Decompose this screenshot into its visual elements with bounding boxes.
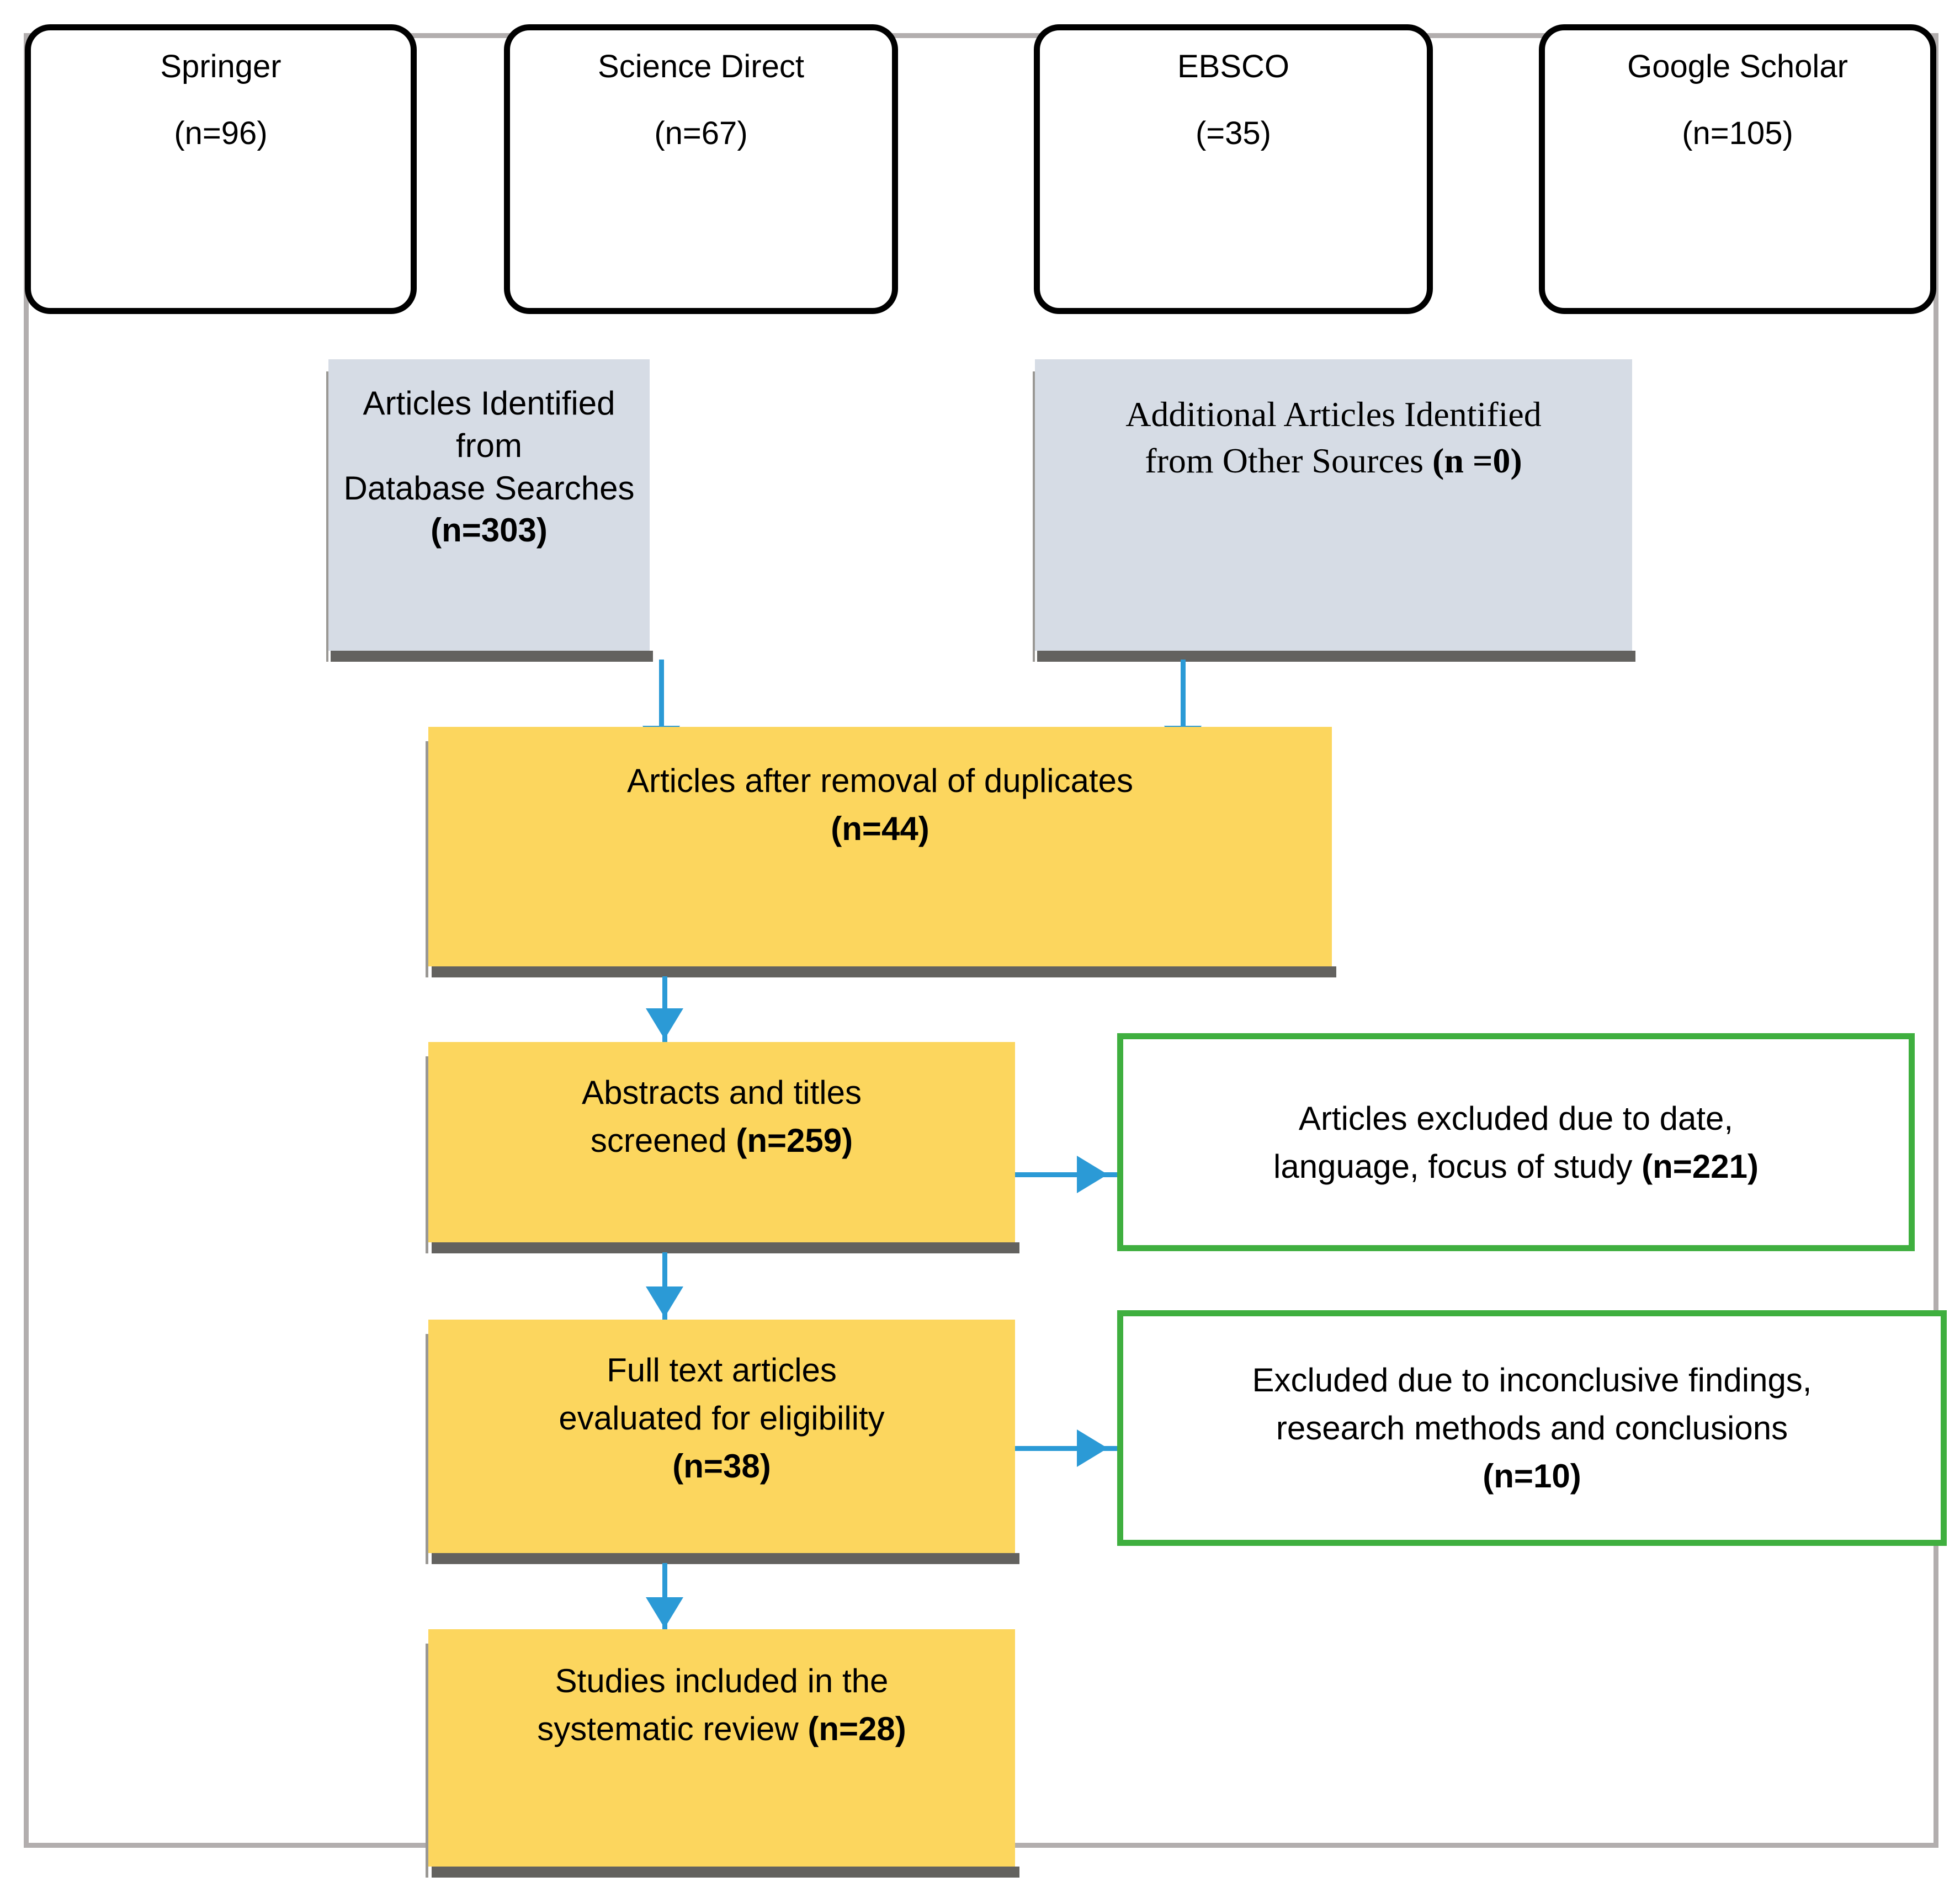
exclusion-box-date-language-focus: Articles excluded due to date, language,… xyxy=(1117,1033,1915,1251)
arrow-line-screened-to-exclusion xyxy=(1015,1172,1117,1177)
box-shadow-bottom xyxy=(432,1867,1019,1878)
box-shadow-left xyxy=(426,1334,428,1564)
process-box-full-text: Full text articles evaluated for eligibi… xyxy=(426,1320,1019,1564)
exclusion-box-inconclusive-findings: Excluded due to inconclusive findings, r… xyxy=(1117,1310,1947,1546)
arrow-line-fulltext-to-exclusion xyxy=(1015,1446,1117,1451)
exclusion-line1-date-language-focus: Articles excluded due to date, xyxy=(1298,1099,1734,1137)
source-count-google-scholar: (n=105) xyxy=(1682,115,1793,151)
exclusion-line1-inconclusive: Excluded due to inconclusive findings, xyxy=(1252,1362,1812,1399)
source-count-springer: (n=96) xyxy=(174,115,268,151)
box-shadow-left xyxy=(426,741,428,977)
process-count-duplicates: (n=44) xyxy=(831,810,929,847)
identification-box-database-searches: Articles Identified from Database Search… xyxy=(326,359,653,662)
process-line2-screened: screened xyxy=(590,1122,736,1159)
arrow-head-fulltext-to-exclusion xyxy=(1077,1429,1108,1467)
arrow-line-fulltext-to-included xyxy=(662,1563,667,1630)
box-shadow-left xyxy=(1033,371,1035,662)
source-count-science-direct: (n=67) xyxy=(654,115,748,151)
box-shadow-bottom xyxy=(1037,651,1635,662)
identification-line2-database: Database Searches xyxy=(343,469,635,507)
identification-line1-other-sources: Additional Articles Identified xyxy=(1125,395,1542,434)
process-line1-full-text: Full text articles xyxy=(607,1352,837,1389)
source-box-google-scholar: Google Scholar (n=105) xyxy=(1539,24,1936,314)
process-box-duplicates: Articles after removal of duplicates (n=… xyxy=(426,727,1336,977)
arrow-head-screened-to-fulltext xyxy=(646,1286,683,1317)
exclusion-count-inconclusive: (n=10) xyxy=(1483,1458,1581,1495)
exclusion-line2-date-language-focus: language, focus of study xyxy=(1273,1147,1642,1185)
source-count-ebsco: (=35) xyxy=(1195,115,1271,151)
source-name-springer: Springer xyxy=(160,49,281,84)
identification-box-other-sources: Additional Articles Identified from Othe… xyxy=(1033,359,1635,662)
source-name-science-direct: Science Direct xyxy=(598,49,804,84)
box-shadow-bottom xyxy=(432,1553,1019,1564)
identification-count-other-sources: (n =0) xyxy=(1432,441,1522,481)
process-count-screened: (n=259) xyxy=(736,1122,853,1159)
box-shadow-bottom xyxy=(432,966,1336,977)
process-line1-screened: Abstracts and titles xyxy=(582,1074,862,1111)
source-box-springer: Springer (n=96) xyxy=(25,24,417,314)
box-shadow-left xyxy=(326,371,328,662)
process-line1-duplicates: Articles after removal of duplicates xyxy=(626,762,1134,799)
process-count-included-studies: (n=28) xyxy=(808,1710,906,1747)
source-box-science-direct: Science Direct (n=67) xyxy=(504,24,898,314)
diagram-frame: Springer (n=96) Science Direct (n=67) EB… xyxy=(24,24,1947,1878)
source-box-ebsco: EBSCO (=35) xyxy=(1034,24,1433,314)
source-name-google-scholar: Google Scholar xyxy=(1627,49,1848,84)
arrow-line-other-sources-to-duplicates xyxy=(1181,660,1186,760)
arrow-line-database-to-duplicates xyxy=(659,660,664,760)
process-line2-full-text: evaluated for eligibility xyxy=(559,1400,885,1437)
arrow-head-fulltext-to-included xyxy=(646,1597,683,1628)
exclusion-line2-inconclusive: research methods and conclusions xyxy=(1276,1410,1788,1447)
box-shadow-left xyxy=(426,1644,428,1878)
identification-line2-other-sources: from Other Sources xyxy=(1145,441,1433,481)
exclusion-count-date-language-focus: (n=221) xyxy=(1642,1147,1759,1185)
identification-line1-database: Articles Identified from xyxy=(363,385,615,464)
source-name-ebsco: EBSCO xyxy=(1177,49,1290,84)
box-shadow-bottom xyxy=(432,1242,1019,1253)
identification-count-database: (n=303) xyxy=(431,512,548,549)
process-count-full-text: (n=38) xyxy=(672,1448,771,1485)
process-line2-included-studies: systematic review xyxy=(537,1710,808,1747)
process-box-screened: Abstracts and titles screened (n=259) xyxy=(426,1042,1019,1253)
process-line1-included-studies: Studies included in the xyxy=(555,1662,889,1699)
box-shadow-bottom xyxy=(331,651,653,662)
box-shadow-left xyxy=(426,1056,428,1253)
arrow-head-screened-to-exclusion xyxy=(1077,1156,1108,1193)
arrow-head-duplicates-to-screened xyxy=(646,1008,683,1039)
process-box-included-studies: Studies included in the systematic revie… xyxy=(426,1629,1019,1878)
